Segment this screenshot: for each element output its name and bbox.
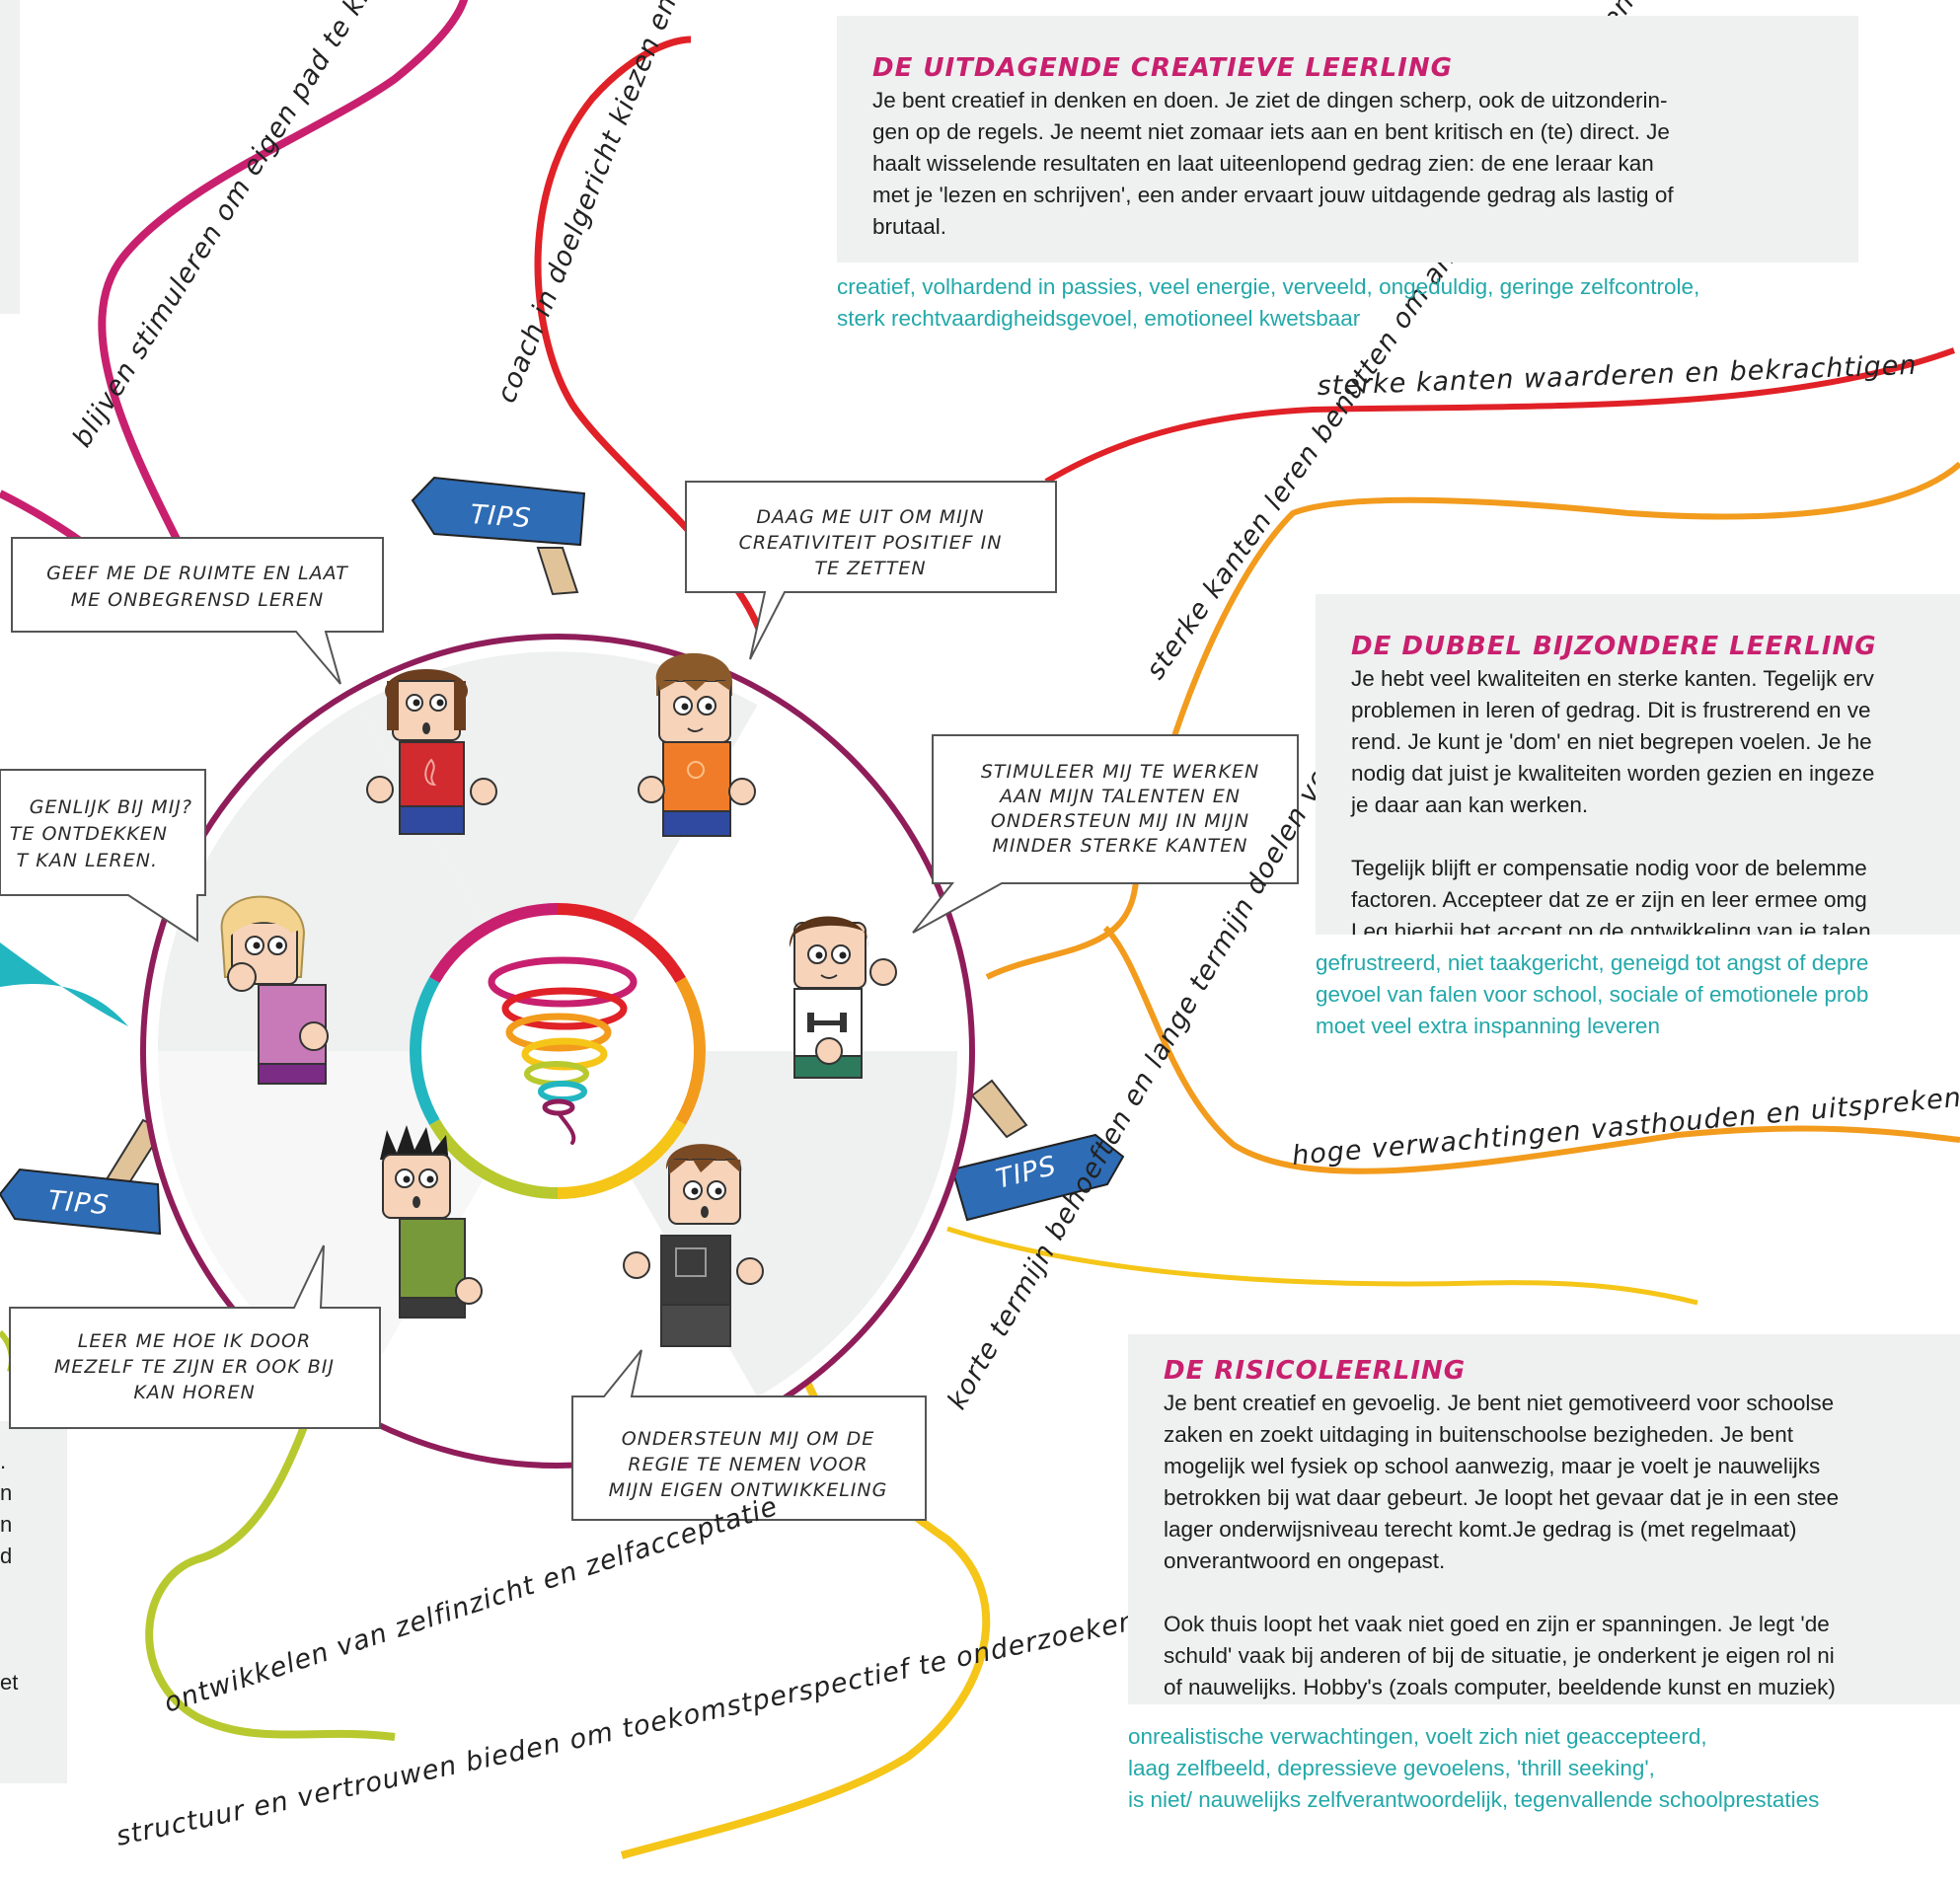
box-title: DE UITDAGENDE CREATIEVE LEERLING <box>872 53 1453 83</box>
inner-ring-red <box>557 903 686 984</box>
traits-double: gefrustreerd, niet taakgericht, geneigd … <box>1316 950 1869 1038</box>
character-boy-grey <box>623 1144 764 1347</box>
left-panel-bottom <box>0 1421 67 1783</box>
branch-curve-lime <box>145 1365 396 1741</box>
svg-text:T KAN LEREN.: T KAN LEREN. <box>17 850 158 871</box>
left-fragments: . n n d et <box>0 1446 20 1698</box>
branch-curve-teal <box>0 942 128 1026</box>
branch-curve-orange-1 <box>985 461 1960 980</box>
fragment-text: n <box>0 1480 13 1505</box>
tips-sign-top: TIPS <box>411 476 586 596</box>
bubble-line: LEER ME HOE IK DOOR <box>78 1330 311 1352</box>
speech-bubble-right: STIMULEER MIJ TE WERKEN AAN MIJN TALENTE… <box>912 734 1299 934</box>
box-text: Je bent creatief en gevoelig. Je bent ni… <box>1164 1391 1840 1699</box>
svg-text:TE ZETTEN: TE ZETTEN <box>814 558 926 579</box>
character-girl-red <box>366 669 497 835</box>
traits-creative: creatief, volhardend in passies, veel en… <box>837 274 1700 331</box>
svg-text:MIJN EIGEN ONTWIKKELING: MIJN EIGEN ONTWIKKELING <box>609 1479 888 1501</box>
bubble-line: MEZELF TE ZIJN ER OOK BIJ <box>54 1356 335 1378</box>
box-title: DE RISICOLEERLING <box>1164 1356 1467 1386</box>
character-girl-pink <box>220 895 329 1085</box>
inner-ring-teal <box>410 977 440 1125</box>
speech-bubble-bottom-right: ONDERSTEUN MIJ OM DE REGIE TE NEMEN VOOR… <box>571 1349 927 1521</box>
branch-label: sterke kanten waarderen en bekrachtigen <box>1317 350 1918 402</box>
branch-label: coach in doelgericht kiezen en handelen <box>491 0 736 408</box>
svg-text:MEZELF TE ZIJN ER OOK BIJ: MEZELF TE ZIJN ER OOK BIJ <box>54 1356 335 1378</box>
inner-ring-orange <box>675 977 706 1125</box>
box-risk: DE RISICOLEERLING Je bent creatief en ge… <box>1128 1334 1960 1704</box>
character-boy-orange <box>638 652 756 837</box>
box-text: Je bent creatief in denken en doen. Je z… <box>872 88 1674 239</box>
bubble-line: AAN MIJN TALENTEN EN <box>998 786 1241 807</box>
fragment-text: et <box>0 1670 19 1695</box>
tips-label: TIPS <box>46 1185 110 1221</box>
svg-text:STIMULEER MIJ TE WERKEN: STIMULEER MIJ TE WERKEN <box>981 761 1259 783</box>
bubble-line: ONDERSTEUN MIJ OM DE <box>622 1428 875 1450</box>
box-text: Je hebt veel kwaliteiten en sterke kante… <box>1351 666 1875 935</box>
bubble-line: KAN HOREN <box>133 1382 255 1403</box>
bubble-line: MIJN EIGEN ONTWIKKELING <box>609 1479 888 1501</box>
bubble-line: ONDERSTEUN MIJ IN MIJN <box>991 810 1249 832</box>
svg-text:AAN MIJN TALENTEN EN: AAN MIJN TALENTEN EN <box>998 786 1241 807</box>
box-title: DE DUBBEL BIJZONDERE LEERLING <box>1351 632 1877 661</box>
branch-curve-red-right <box>1044 347 1956 485</box>
bubble-line: GEEF ME DE RUIMTE EN LAAT <box>46 563 348 584</box>
svg-text:MINDER STERKE KANTEN: MINDER STERKE KANTEN <box>993 835 1248 857</box>
bubble-line: MINDER STERKE KANTEN <box>993 835 1248 857</box>
svg-text:ONDERSTEUN MIJ OM DE: ONDERSTEUN MIJ OM DE <box>622 1428 875 1450</box>
svg-text:REGIE TE NEMEN VOOR: REGIE TE NEMEN VOOR <box>628 1454 867 1475</box>
branch-label: blijven stimuleren om eigen pad te kieze… <box>67 0 412 453</box>
branch-curve-red <box>534 36 764 634</box>
svg-text:ME ONBEGRENSD LEREN: ME ONBEGRENSD LEREN <box>71 589 325 611</box>
tips-sign-right: TIPS <box>950 1079 1125 1222</box>
bulb-icon <box>687 761 705 779</box>
bubble-line: REGIE TE NEMEN VOOR <box>628 1454 867 1475</box>
bubble-line: TE ZETTEN <box>814 558 926 579</box>
fragment-text: n <box>0 1512 13 1537</box>
bubble-line: ME ONBEGRENSD LEREN <box>71 589 325 611</box>
branch-label: structuur en vertrouwen bieden om toekom… <box>113 1606 1139 1852</box>
branch-curve-orange-2 <box>1102 925 1960 1174</box>
inner-ring-magenta <box>429 903 559 984</box>
fragment-text: . <box>0 1449 7 1473</box>
svg-text:GENLIJK BIJ MIJ?: GENLIJK BIJ MIJ? <box>30 796 192 818</box>
branch-curve-gold <box>946 1226 1698 1306</box>
bubble-line: STIMULEER MIJ TE WERKEN <box>981 761 1259 783</box>
tips-sign-left: TIPS <box>0 1118 165 1236</box>
svg-text:GEEF ME DE RUIMTE EN LAAT: GEEF ME DE RUIMTE EN LAAT <box>46 563 348 584</box>
character-boy-white <box>789 916 897 1079</box>
fragment-text: d <box>0 1544 13 1568</box>
bubble-line: GENLIJK BIJ MIJ? <box>30 796 192 818</box>
speech-bubble-top-right: DAAG ME UIT OM MIJN CREATIVITEIT POSITIE… <box>685 481 1057 660</box>
tips-label: TIPS <box>470 499 533 534</box>
speech-bubble-bottom-left: LEER ME HOE IK DOOR MEZELF TE ZIJN ER OO… <box>9 1244 381 1429</box>
branch-curve-magenta <box>98 0 468 565</box>
svg-text:ONDERSTEUN MIJ IN MIJN: ONDERSTEUN MIJ IN MIJN <box>991 810 1249 832</box>
bubble-line: CREATIVITEIT POSITIEF IN <box>739 532 1003 554</box>
tornado-icon <box>488 956 638 1145</box>
left-panel-top <box>0 0 20 314</box>
svg-text:LEER ME HOE IK DOOR: LEER ME HOE IK DOOR <box>78 1330 311 1352</box>
bubble-line: DAAG ME UIT OM MIJN <box>756 506 984 528</box>
dumbbell-icon <box>807 1013 847 1032</box>
svg-text:DAAG ME UIT OM MIJN: DAAG ME UIT OM MIJN <box>756 506 984 528</box>
inner-ring-yellow <box>557 1118 686 1199</box>
speech-bubble-left: GENLIJK BIJ MIJ? TE ONTDEKKEN T KAN LERE… <box>0 769 206 942</box>
svg-text:KAN HOREN: KAN HOREN <box>133 1382 255 1403</box>
svg-text:CREATIVITEIT POSITIEF IN: CREATIVITEIT POSITIEF IN <box>739 532 1003 554</box>
bubble-line: TE ONTDEKKEN <box>10 823 168 845</box>
branch-label: hoge verwachtingen vasthouden en uitspre… <box>1291 1083 1960 1171</box>
traits-risk: onrealistische verwachtingen, voelt zich… <box>1128 1724 1820 1812</box>
box-creative: DE UITDAGENDE CREATIEVE LEERLING Je bent… <box>837 16 1858 263</box>
character-boy-green <box>380 1125 483 1319</box>
speech-bubble-top-left: GEEF ME DE RUIMTE EN LAAT ME ONBEGRENSD … <box>11 537 384 685</box>
bubble-line: T KAN LEREN. <box>17 850 158 871</box>
svg-text:TE ONTDEKKEN: TE ONTDEKKEN <box>10 823 168 845</box>
box-double: DE DUBBEL BIJZONDERE LEERLING Je hebt ve… <box>1316 594 1960 935</box>
flame-icon <box>424 758 437 787</box>
